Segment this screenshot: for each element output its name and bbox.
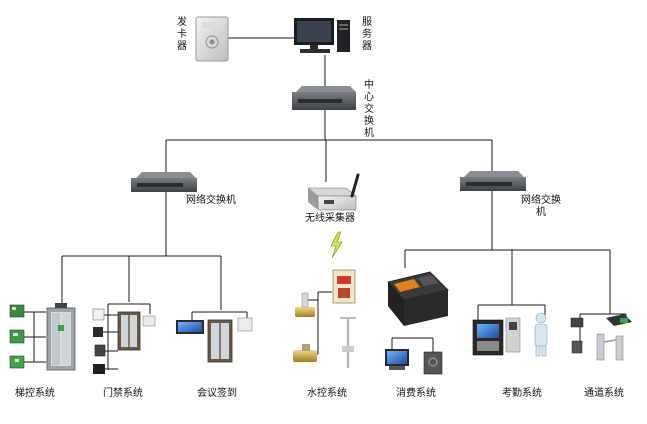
attendance-devices: [472, 312, 548, 357]
server-label: 服务器: [362, 17, 372, 52]
desktop-computer-icon: [294, 18, 350, 53]
core-switch-icon: [292, 86, 356, 110]
subsystem-label-elevator: 梯控系统: [15, 388, 55, 399]
water-devices: [293, 269, 356, 368]
left-switch-icon: [131, 172, 197, 192]
card-reader-icon: [195, 16, 229, 62]
subsystem-label-meeting: 会议签到: [197, 388, 237, 399]
subsystem-label-passage: 通道系统: [584, 388, 624, 399]
wireless-collector-icon: [307, 173, 360, 211]
subsystem-label-attendance: 考勤系统: [502, 388, 542, 399]
meeting-devices: [176, 317, 253, 363]
right-switch-label: 网络交换机: [521, 195, 561, 218]
subsystem-label-water: 水控系统: [307, 388, 347, 399]
core-switch-label: 中心交换机: [364, 80, 374, 139]
lightning-signal-icon: [330, 231, 343, 259]
consumption-devices: [385, 271, 449, 375]
right-switch-icon: [460, 171, 526, 191]
wireless-collector-label: 无线采集器: [305, 213, 355, 224]
passage-devices: [570, 314, 632, 361]
elevator-devices: [9, 303, 76, 371]
access-devices: [92, 308, 156, 374]
subsystem-label-consumption: 消费系统: [396, 388, 436, 399]
subsystem-label-access: 门禁系统: [103, 388, 143, 399]
card-issuer-label: 发卡器: [177, 17, 187, 52]
connection-lines: [16, 37, 627, 370]
left-switch-label: 网络交换机: [186, 195, 236, 206]
